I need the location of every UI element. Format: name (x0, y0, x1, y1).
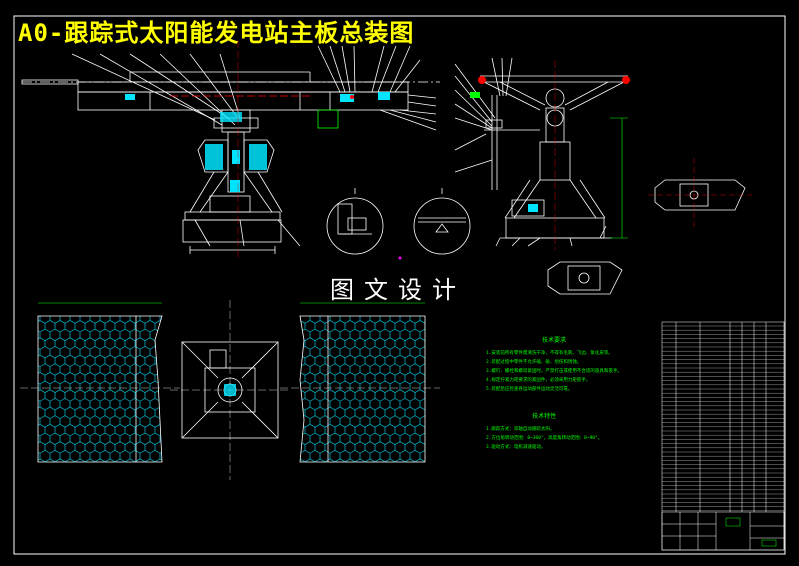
tech-feature-line: 3.驱动方式：电机减速驱动。 (486, 445, 546, 450)
tech-requirement-line: 3.螺钉、螺栓和螺母紧固时，严禁打击或使用不合适的旋具和扳手。 (486, 369, 622, 374)
base-plan-highlight (224, 384, 236, 396)
tech-requirement-line: 4.规定拧紧力矩要求的紧固件，必须采用力矩扳手。 (486, 378, 591, 383)
tech-requirements-heading: 技术要求 (541, 337, 566, 344)
detail-marker (398, 256, 402, 260)
parts-list-table (661, 321, 785, 551)
tech-features-heading: 技术特性 (532, 413, 557, 420)
tech-requirements-block: 技术要求 1.安装前所有零件需清洗干净，不得有毛刺、飞边、氧化皮等。 2.装配过… (486, 336, 622, 394)
tech-requirement-line: 5.装配后应检查各运动部件运动灵活可靠。 (486, 387, 573, 392)
solar-panel-left (20, 302, 180, 463)
side-view-highlights (470, 60, 630, 250)
flange-detail-views (547, 158, 752, 295)
watermark-text: 图文设计 (330, 276, 466, 304)
detail-view-circles (326, 188, 471, 255)
front-view-assembly (21, 45, 440, 254)
drawing-frame (13, 15, 786, 555)
drawing-title: A0-跟踪式太阳能发电站主板总装图 (18, 19, 415, 47)
front-view-highlights (125, 40, 390, 260)
solar-panel-right (280, 302, 440, 463)
tech-feature-line: 2.方位角转动范围：0~360°，高度角转动范围：0~90°。 (486, 436, 603, 441)
tech-requirement-line: 1.安装前所有零件需清洗干净，不得有毛刺、飞边、氧化皮等。 (486, 351, 613, 356)
tech-feature-line: 1.跟踪方式：双轴自动跟踪太阳。 (486, 427, 555, 432)
side-view-assembly (454, 57, 628, 247)
tech-features-block: 技术特性 1.跟踪方式：双轴自动跟踪太阳。 2.方位角转动范围：0~360°，高… (486, 412, 602, 452)
title-block (661, 511, 785, 551)
tech-requirement-line: 2.装配过程中零件不允许磕、碰、划伤和锈蚀。 (486, 360, 582, 365)
parts-list-rows (662, 325, 784, 511)
